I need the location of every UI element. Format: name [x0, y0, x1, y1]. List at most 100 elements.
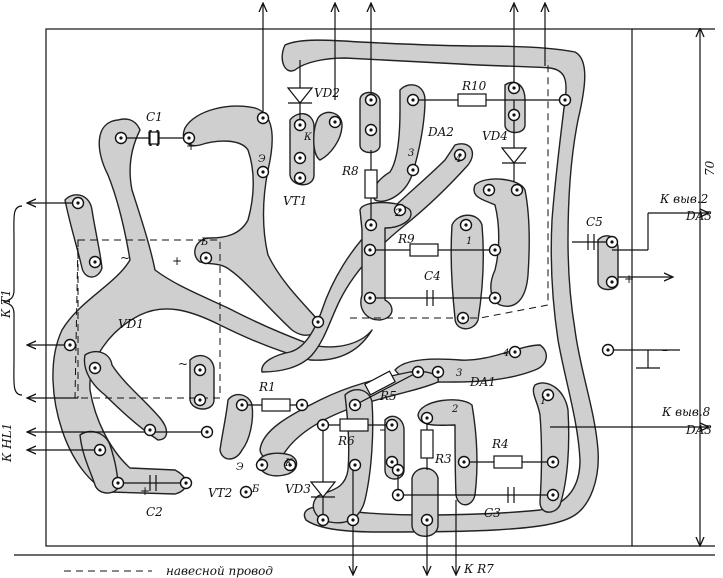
label-k-vyv8-b: DA3	[685, 423, 712, 437]
pad-hole	[398, 208, 402, 212]
label-k-hl1: К HL1	[0, 423, 14, 463]
pin-vt1-e: Э	[258, 154, 266, 165]
label-c1: C1	[146, 110, 163, 124]
pad-hole	[512, 86, 516, 90]
label-vd2: VD2	[314, 86, 340, 100]
label-k-t1: К Т1	[0, 289, 13, 319]
board-outline	[14, 29, 715, 556]
pad-hole	[298, 156, 302, 160]
pads	[63, 81, 619, 527]
r4-body	[493, 455, 523, 469]
pad-hole	[436, 370, 440, 374]
pad-hole	[551, 460, 555, 464]
pad-hole	[390, 460, 394, 464]
pad-hole	[411, 98, 415, 102]
pad-hole	[606, 348, 610, 352]
pin-da2-3: 3	[408, 148, 414, 159]
pad-hole	[76, 201, 80, 205]
pad-hole	[396, 493, 400, 497]
pad-hole	[260, 463, 264, 467]
pad-hole	[298, 176, 302, 180]
label-r9: R9	[397, 232, 415, 246]
label-k-vyv2-b: DA3	[685, 209, 712, 223]
r9-body	[409, 243, 439, 257]
pin-vt2-e: Э	[236, 462, 244, 473]
label-c4: C4	[424, 269, 441, 283]
pad-hole	[240, 403, 244, 407]
label-vt2: VT2	[208, 486, 232, 500]
pad-hole	[244, 490, 248, 494]
label-r6: R6	[337, 434, 355, 448]
pad-hole	[563, 98, 567, 102]
pin-vt2-b: Б	[251, 484, 260, 495]
label-r3: R3	[434, 452, 452, 466]
pad-hole	[353, 403, 357, 407]
pin-vt2-k: К	[284, 458, 293, 469]
pad-hole	[610, 280, 614, 284]
label-da2: DA2	[427, 125, 454, 139]
label-vd1: VD1	[118, 317, 144, 331]
pad-hole	[546, 393, 550, 397]
pad-hole	[316, 320, 320, 324]
pin-da2-1: 1	[466, 236, 472, 247]
pin-da1-2: 2	[451, 404, 458, 415]
pin-da2-4: 4	[454, 154, 461, 165]
label-da1: DA1	[469, 375, 496, 389]
label-c5: C5	[586, 215, 603, 229]
pad-hole	[351, 518, 355, 522]
mark-c1-plus: +	[186, 139, 196, 153]
mark-c2-plus: +	[140, 484, 150, 498]
pad-hole	[300, 403, 304, 407]
labels: C1 C2 C3 C4 C5 R1 R3 R4 R5 R6 R8 R9 R10 …	[0, 79, 717, 578]
pad-hole	[512, 113, 516, 117]
label-c3: C3	[484, 506, 501, 520]
pad-hole	[148, 428, 152, 432]
pad-hole	[98, 448, 102, 452]
label-dim-70: 70	[703, 160, 717, 176]
pad-hole	[93, 366, 97, 370]
label-vt1: VT1	[283, 194, 307, 208]
pad-hole	[551, 493, 555, 497]
label-r10: R10	[461, 79, 487, 93]
pad-hole	[493, 248, 497, 252]
label-r4: R4	[491, 437, 509, 451]
pad-hole	[416, 370, 420, 374]
label-k-r7: К R7	[463, 562, 494, 576]
pad-hole	[487, 188, 491, 192]
label-vd4: VD4	[482, 129, 508, 143]
pad-hole	[261, 170, 265, 174]
pad-hole	[119, 136, 123, 140]
pad-hole	[298, 123, 302, 127]
pin-vt1-k: К	[303, 132, 312, 143]
label-k-vyv2-a: К выв.2	[659, 192, 708, 206]
pad-hole	[425, 416, 429, 420]
pad-hole	[368, 296, 372, 300]
r3-body	[420, 429, 434, 459]
r5-body	[364, 370, 396, 396]
pin-da1-1: 1	[540, 396, 546, 407]
component-bodies	[148, 87, 595, 503]
pad-hole	[184, 481, 188, 485]
pad-hole	[513, 350, 517, 354]
pad-hole	[321, 423, 325, 427]
r8-body	[364, 169, 378, 199]
pad-hole	[462, 460, 466, 464]
pad-hole	[369, 223, 373, 227]
pad-hole	[493, 296, 497, 300]
label-r1: R1	[258, 380, 276, 394]
mark-ac-2: ~	[178, 357, 188, 371]
label-r5: R5	[379, 389, 397, 403]
pad-hole	[515, 188, 519, 192]
pad-hole	[288, 463, 292, 467]
label-c2: C2	[146, 505, 163, 519]
mark-ac-1: ~	[120, 251, 130, 265]
r10-body	[457, 93, 487, 107]
legend-text: навесной провод	[166, 564, 273, 578]
pad-hole	[198, 398, 202, 402]
mark-minus: –	[662, 343, 668, 357]
pad-hole	[198, 368, 202, 372]
pin-da2-2: 2	[394, 208, 401, 219]
label-k-vyv8-a: К выв.8	[661, 405, 711, 419]
pad-hole	[390, 423, 394, 427]
